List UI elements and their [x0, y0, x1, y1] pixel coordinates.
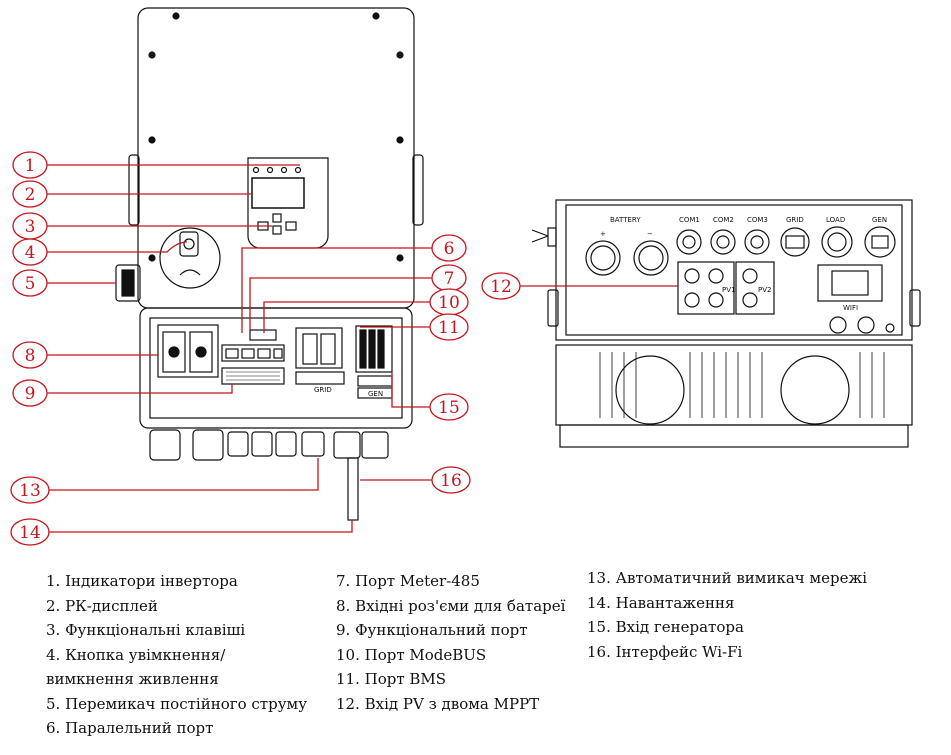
gen-port-label: GEN: [872, 216, 887, 224]
gen-label: GEN: [368, 390, 383, 398]
svg-text:12: 12: [490, 277, 512, 297]
legend-item: 11. Порт BMS: [336, 670, 447, 688]
callout-4: 4: [12, 238, 48, 266]
wifi-label: WIFI: [843, 304, 858, 312]
legend-column-1: 1. Індикатори інвертора 2. РК-дисплей 3.…: [46, 569, 307, 741]
callout-lines: [47, 164, 678, 533]
svg-text:2: 2: [25, 185, 36, 205]
svg-text:8: 8: [25, 346, 36, 366]
callout-11: 11: [429, 313, 469, 341]
callout-3: 3: [12, 212, 48, 240]
callout-9: 9: [12, 379, 48, 407]
svg-text:15: 15: [438, 398, 460, 418]
grid-label: GRID: [314, 386, 332, 394]
svg-text:6: 6: [444, 239, 455, 259]
callout-13: 13: [10, 476, 50, 504]
battery-plus-label: +: [600, 230, 606, 238]
legend-item: 13. Автоматичний вимикач мережі: [587, 569, 868, 587]
legend-item: 8. Вхідні роз'єми для батареї: [336, 596, 566, 615]
svg-text:5: 5: [25, 274, 36, 294]
legend-item: 3. Функціональні клавіші: [46, 621, 246, 639]
com1-label: COM1: [679, 216, 700, 224]
grid-port-label: GRID: [786, 216, 804, 224]
svg-text:13: 13: [19, 481, 41, 501]
legend-item: 4. Кнопка увімкнення/: [46, 645, 226, 664]
callout-10: 10: [429, 288, 469, 316]
legend-item: 9. Функціональний порт: [336, 621, 528, 639]
callout-2: 2: [12, 180, 48, 208]
legend-item: 16. Інтерфейс Wi-Fi: [587, 642, 743, 661]
callout-5: 5: [12, 269, 48, 297]
callout-6: 6: [431, 234, 467, 262]
callout-7: 7: [431, 264, 467, 292]
legend-item: 5. Перемикач постійного струму: [46, 694, 308, 713]
callout-14: 14: [10, 518, 50, 546]
svg-text:14: 14: [19, 523, 41, 543]
callout-8: 8: [12, 341, 48, 369]
pv2-label: PV2: [758, 286, 771, 294]
svg-text:4: 4: [25, 243, 36, 263]
legend-column-3: 13. Автоматичний вимикач мережі 14. Нава…: [587, 566, 867, 664]
svg-text:10: 10: [438, 293, 460, 313]
load-port-label: LOAD: [826, 216, 845, 224]
legend-item: 1. Індикатори інвертора: [46, 572, 238, 590]
callout-16: 16: [431, 466, 471, 494]
legend-item: 7. Порт Meter-485: [336, 572, 480, 590]
legend-item: 6. Паралельний порт: [46, 719, 214, 737]
callout-markers: 1 2 3 4 5 6 7 8 9 10 11 12 13 14 15 16: [10, 151, 521, 546]
legend-item: 14. Навантаження: [587, 593, 735, 612]
legend-item: вимкнення живлення: [46, 670, 219, 688]
com3-label: COM3: [747, 216, 768, 224]
inverter-diagram: GRID GEN: [10, 7, 921, 546]
legend-column-2: 7. Порт Meter-485 8. Вхідні роз'єми для …: [336, 569, 565, 716]
svg-text:1: 1: [25, 156, 36, 176]
legend-item: 12. Вхід PV з двома MPPT: [336, 694, 540, 713]
svg-text:3: 3: [25, 217, 36, 237]
inverter-bottom-view: [531, 199, 921, 448]
callout-12: 12: [481, 272, 521, 300]
pv1-label: PV1: [722, 286, 735, 294]
svg-text:11: 11: [438, 318, 460, 338]
svg-text:7: 7: [444, 269, 455, 289]
com2-label: COM2: [713, 216, 734, 224]
callout-1: 1: [12, 151, 48, 179]
legend-item: 2. РК-дисплей: [46, 596, 158, 615]
battery-minus-label: −: [647, 230, 653, 238]
legend-item: 10. Порт ModeBUS: [336, 645, 487, 664]
svg-text:9: 9: [25, 384, 36, 404]
callout-15: 15: [429, 393, 469, 421]
legend-item: 15. Вхід генератора: [587, 618, 744, 636]
svg-text:16: 16: [440, 471, 462, 491]
inverter-front-view: [115, 7, 424, 521]
battery-label: BATTERY: [610, 216, 641, 224]
